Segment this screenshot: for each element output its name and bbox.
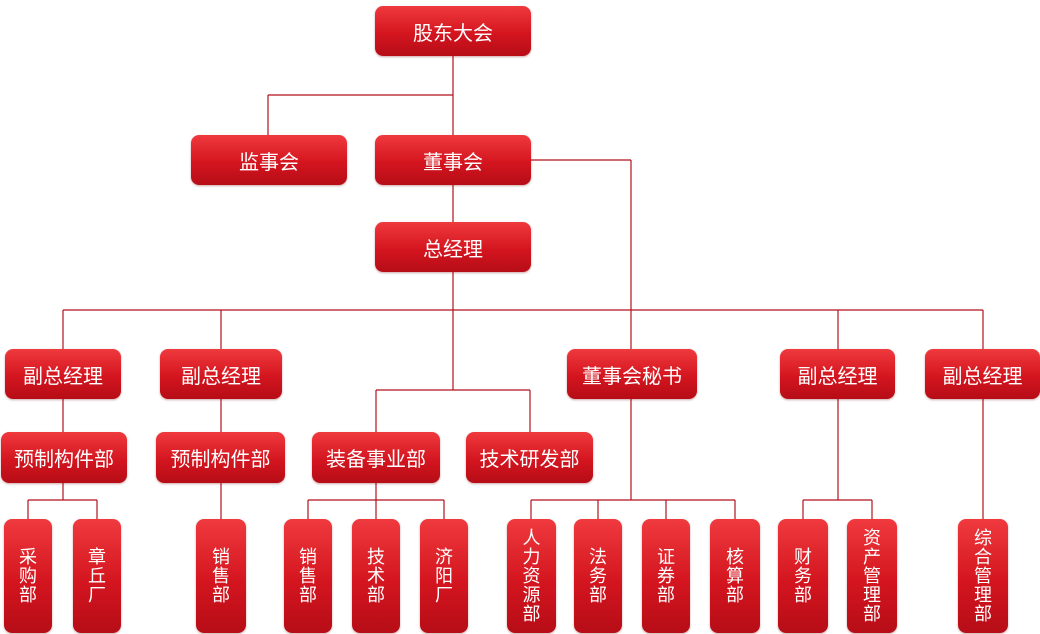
node-tech-rd-dept: 技术研发部 xyxy=(466,432,593,483)
node-legal-dept: 法务部 xyxy=(574,519,622,633)
node-board: 董事会 xyxy=(375,135,531,185)
node-vice-gm-1: 副总经理 xyxy=(5,349,121,399)
node-jiyang-factory: 济阳厂 xyxy=(420,519,468,633)
node-vice-gm-4: 副总经理 xyxy=(925,349,1040,399)
node-hr-dept: 人力资源部 xyxy=(507,519,556,633)
node-supervisors: 监事会 xyxy=(191,135,347,185)
node-prefab-dept: 预制构件部 xyxy=(1,432,127,483)
node-prefab-sales-dept: 预制构件部 xyxy=(156,432,285,483)
node-accounting-dept: 核算部 xyxy=(710,519,760,633)
node-asset-mgmt-dept: 资产管理部 xyxy=(847,519,897,633)
node-vice-gm-3: 副总经理 xyxy=(780,349,895,399)
node-shareholders: 股东大会 xyxy=(375,6,531,56)
node-zhangqiu-factory: 章丘厂 xyxy=(73,519,121,633)
node-finance-dept: 财务部 xyxy=(778,519,828,633)
node-equipment-division: 装备事业部 xyxy=(312,432,440,483)
node-sales-1: 销售部 xyxy=(196,519,246,633)
node-board-secretary: 董事会秘书 xyxy=(567,349,697,399)
node-general-mgmt-dept: 综合管理部 xyxy=(958,519,1008,633)
node-sales-2: 销售部 xyxy=(284,519,332,633)
node-purchasing: 采购部 xyxy=(4,519,52,633)
node-tech-dept: 技术部 xyxy=(352,519,400,633)
node-vice-gm-2: 副总经理 xyxy=(160,349,282,399)
node-securities-dept: 证券部 xyxy=(642,519,690,633)
node-general-manager: 总经理 xyxy=(375,222,531,272)
